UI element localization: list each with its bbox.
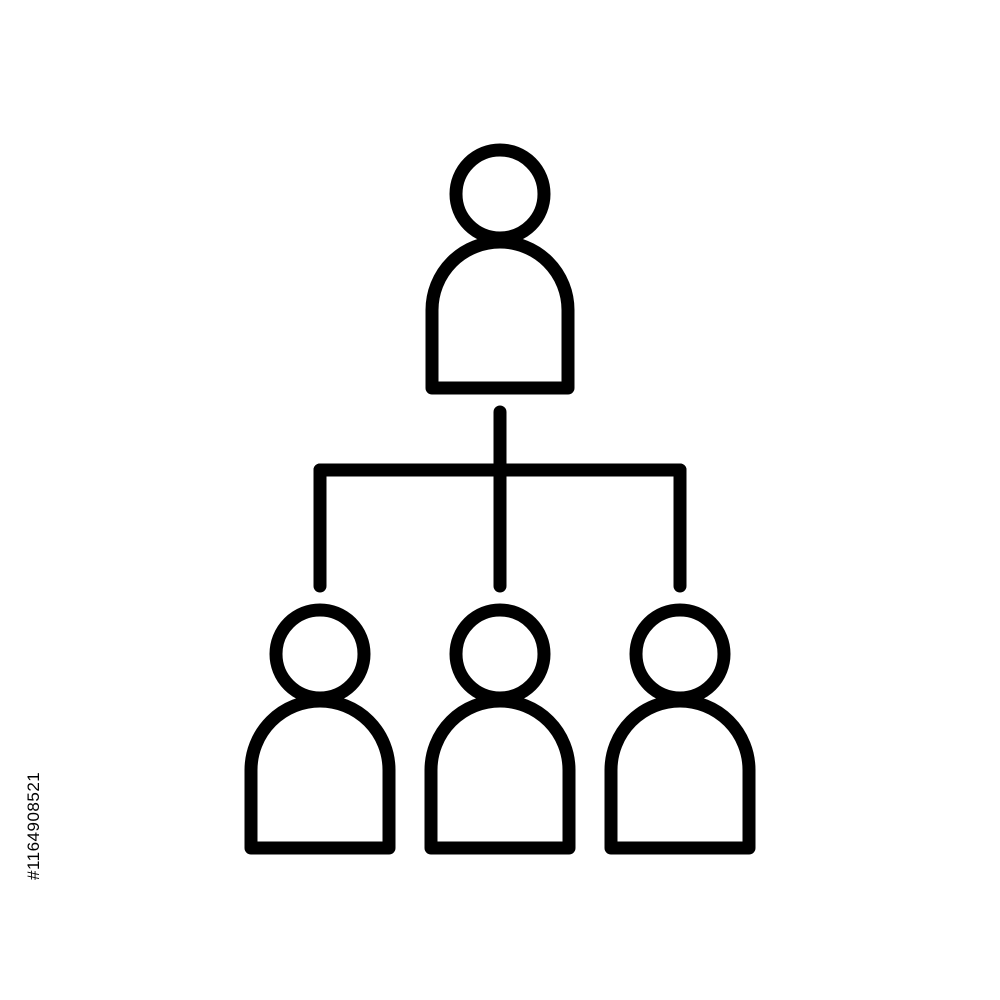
person-body	[604, 694, 756, 855]
person-icon-left	[244, 603, 396, 855]
person-icon-middle	[424, 603, 576, 855]
hierarchy-connectors	[313, 405, 687, 593]
stock-id-watermark: #1164908521	[24, 771, 43, 880]
person-head	[629, 603, 731, 705]
person-body	[424, 694, 576, 855]
person-body	[425, 235, 575, 395]
person-head	[449, 143, 551, 245]
person-head	[449, 603, 551, 705]
person-head	[269, 603, 371, 705]
person-icon-right	[604, 603, 756, 855]
person-icon-top	[425, 143, 575, 395]
person-body	[244, 694, 396, 855]
